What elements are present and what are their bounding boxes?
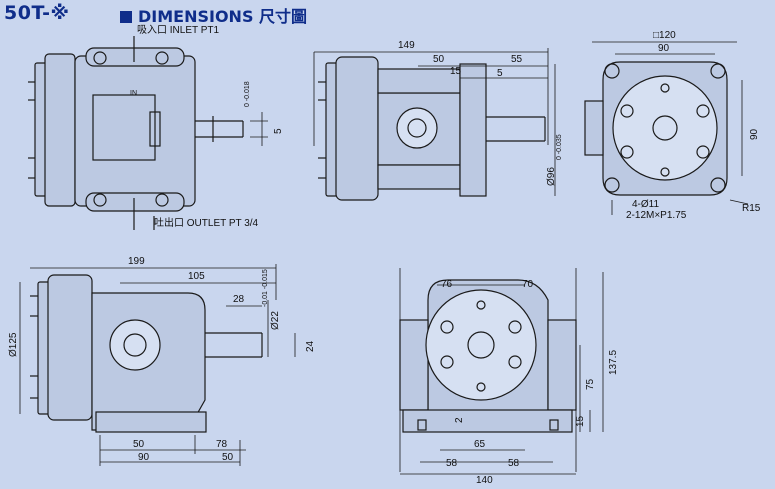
top-tolerance: 0 -0.018 bbox=[244, 81, 251, 107]
section-title-text: DIMENSIONS 尺寸圖 bbox=[138, 7, 308, 26]
end-dim-58b: 58 bbox=[508, 458, 520, 469]
front-dim-50: 50 bbox=[133, 439, 145, 450]
front-dim-199: 199 bbox=[128, 256, 145, 267]
side-dim-50: 50 bbox=[433, 54, 445, 65]
end-dim-137-5: 137.5 bbox=[608, 350, 619, 375]
flange-dim-90: 90 bbox=[658, 43, 670, 54]
end-dim-15: 15 bbox=[575, 415, 586, 427]
in-mark: IN bbox=[130, 90, 137, 97]
outlet-callout: 吐出口 OUTLET PT 3/4 bbox=[154, 216, 259, 229]
front-dim-105: 105 bbox=[188, 271, 205, 282]
model-title: 50T-※ bbox=[4, 2, 70, 24]
front-dim-28: 28 bbox=[233, 294, 245, 305]
end-dim-76: 76 bbox=[441, 279, 453, 290]
end-dim-65: 65 bbox=[474, 439, 486, 450]
front-view bbox=[19, 264, 296, 466]
top-dim-5: 5 bbox=[273, 128, 284, 134]
front-dim-dia22: Ø22 bbox=[270, 311, 281, 330]
end-dim-2: 2 bbox=[454, 417, 465, 423]
side-dim-15: 15 bbox=[450, 66, 462, 77]
square-bullet-icon bbox=[120, 11, 132, 23]
end-view bbox=[399, 268, 604, 475]
front-tolerance-22: -0.01 -0.015 bbox=[262, 269, 269, 307]
front-dim-90: 90 bbox=[138, 452, 150, 463]
side-view bbox=[313, 48, 556, 201]
radius-callout: R15 bbox=[742, 203, 761, 214]
front-dim-50b: 50 bbox=[222, 452, 234, 463]
side-dim-55: 55 bbox=[511, 54, 523, 65]
end-dim-140: 140 bbox=[476, 475, 493, 486]
section-title: DIMENSIONS 尺寸圖 bbox=[120, 3, 307, 27]
front-dim-78: 78 bbox=[216, 439, 228, 450]
side-dim-dia96: Ø96 bbox=[546, 167, 557, 186]
flange-dim-90-vertical: 90 bbox=[749, 128, 760, 140]
end-dim-75: 75 bbox=[585, 378, 596, 390]
end-dim-58a: 58 bbox=[446, 458, 458, 469]
front-dim-24: 24 bbox=[305, 340, 316, 352]
bolt-hole-callout: 4-Ø11 bbox=[632, 199, 659, 210]
inlet-callout: 吸入口 INLET PT1 bbox=[137, 25, 219, 36]
side-dim-149: 149 bbox=[398, 40, 415, 51]
tapped-hole-callout: 2-12M×P1.75 bbox=[626, 210, 687, 221]
front-dim-dia125: Ø125 bbox=[8, 332, 19, 357]
header-bar: 50T-※ DIMENSIONS 尺寸圖 bbox=[0, 0, 775, 26]
drawing-labels: 吸入口 INLET PT1 吐出口 OUTLET PT 3/4 IN 0 -0.… bbox=[8, 25, 761, 486]
flange-view bbox=[584, 41, 749, 215]
flange-dim-120: □120 bbox=[653, 30, 676, 41]
side-dim-5: 5 bbox=[497, 68, 503, 79]
top-view bbox=[28, 36, 268, 230]
end-dim-70: 70 bbox=[522, 279, 534, 290]
side-tolerance-96: 0 -0.035 bbox=[556, 134, 563, 160]
